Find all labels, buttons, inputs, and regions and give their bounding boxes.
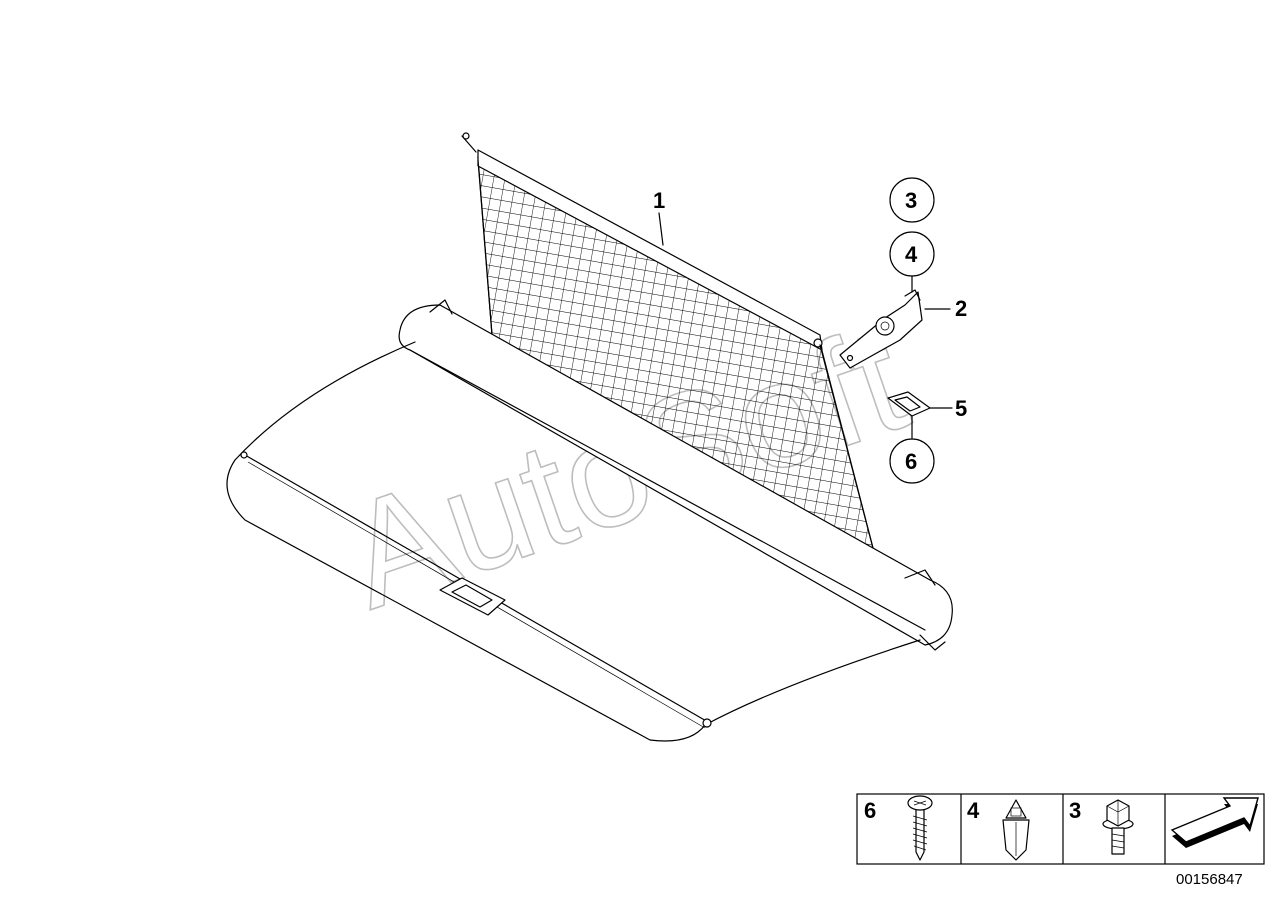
legend-label-4: 4	[967, 798, 980, 823]
legend-label-3: 3	[1069, 798, 1081, 823]
callout-4: 4	[905, 242, 918, 267]
callout-1: 1	[653, 188, 665, 213]
legend-label-6: 6	[864, 798, 876, 823]
bracket	[839, 289, 923, 369]
callout-5: 5	[955, 396, 967, 421]
arrow-icon	[1170, 797, 1259, 848]
callout-2: 2	[955, 296, 967, 321]
screw-icon	[907, 795, 933, 861]
document-number: 00156847	[1176, 871, 1243, 888]
hardware-legend: 6 4 3	[856, 793, 1265, 865]
callout-3: 3	[905, 188, 917, 213]
callout-3-circle	[889, 177, 935, 223]
clip-nut-icon	[1002, 799, 1030, 861]
luggage-cover-blind	[226, 341, 921, 742]
callouts: 1 2 3 4 5 6	[653, 177, 967, 484]
callout-6-circle	[889, 438, 935, 484]
hex-bolt-icon	[1102, 799, 1134, 855]
callout-6: 6	[905, 449, 917, 474]
